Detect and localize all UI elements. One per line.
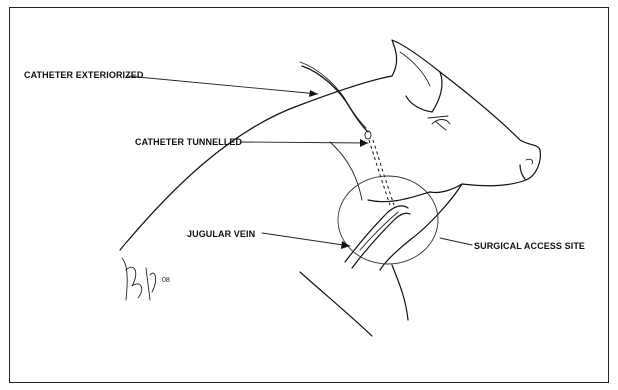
leader-jugular: [262, 233, 350, 249]
catheter-tunnelled-2: [373, 140, 394, 205]
pig-neck-crease: [330, 142, 362, 200]
leader-exteriorized: [127, 76, 318, 97]
pig-ear: [392, 40, 442, 112]
jugular-vein-2: [352, 213, 410, 268]
pig-back-outline: [120, 76, 392, 250]
label-catheter-tunnelled: CATHETER TUNNELLED: [135, 137, 242, 147]
pig-snout: [520, 150, 540, 180]
pig-ear-inner: [400, 52, 430, 86]
pig-head-top: [440, 72, 540, 150]
jugular-vein: [345, 206, 408, 262]
leader-access: [440, 238, 472, 245]
pig-foreleg: [300, 272, 372, 336]
signature-year: 08: [162, 277, 170, 284]
pig-neck-front: [368, 192, 430, 202]
pig-nostril: [526, 159, 533, 164]
pig-chest: [392, 265, 408, 320]
pig-jaw: [430, 180, 526, 193]
label-surgical-access-site: SURGICAL ACCESS SITE: [474, 241, 585, 251]
pig-eye: [428, 116, 450, 130]
label-catheter-exteriorized: CATHETER EXTERIORIZED: [24, 70, 143, 80]
catheter-external: [302, 66, 368, 132]
jugular-vein-inner: [360, 212, 398, 250]
artist-signature: 08: [122, 258, 170, 300]
label-jugular-vein: JUGULAR VEIN: [187, 229, 255, 239]
leader-tunnelled: [240, 139, 368, 147]
catheter-tunnelled: [369, 140, 390, 205]
pig-throat: [380, 184, 462, 270]
